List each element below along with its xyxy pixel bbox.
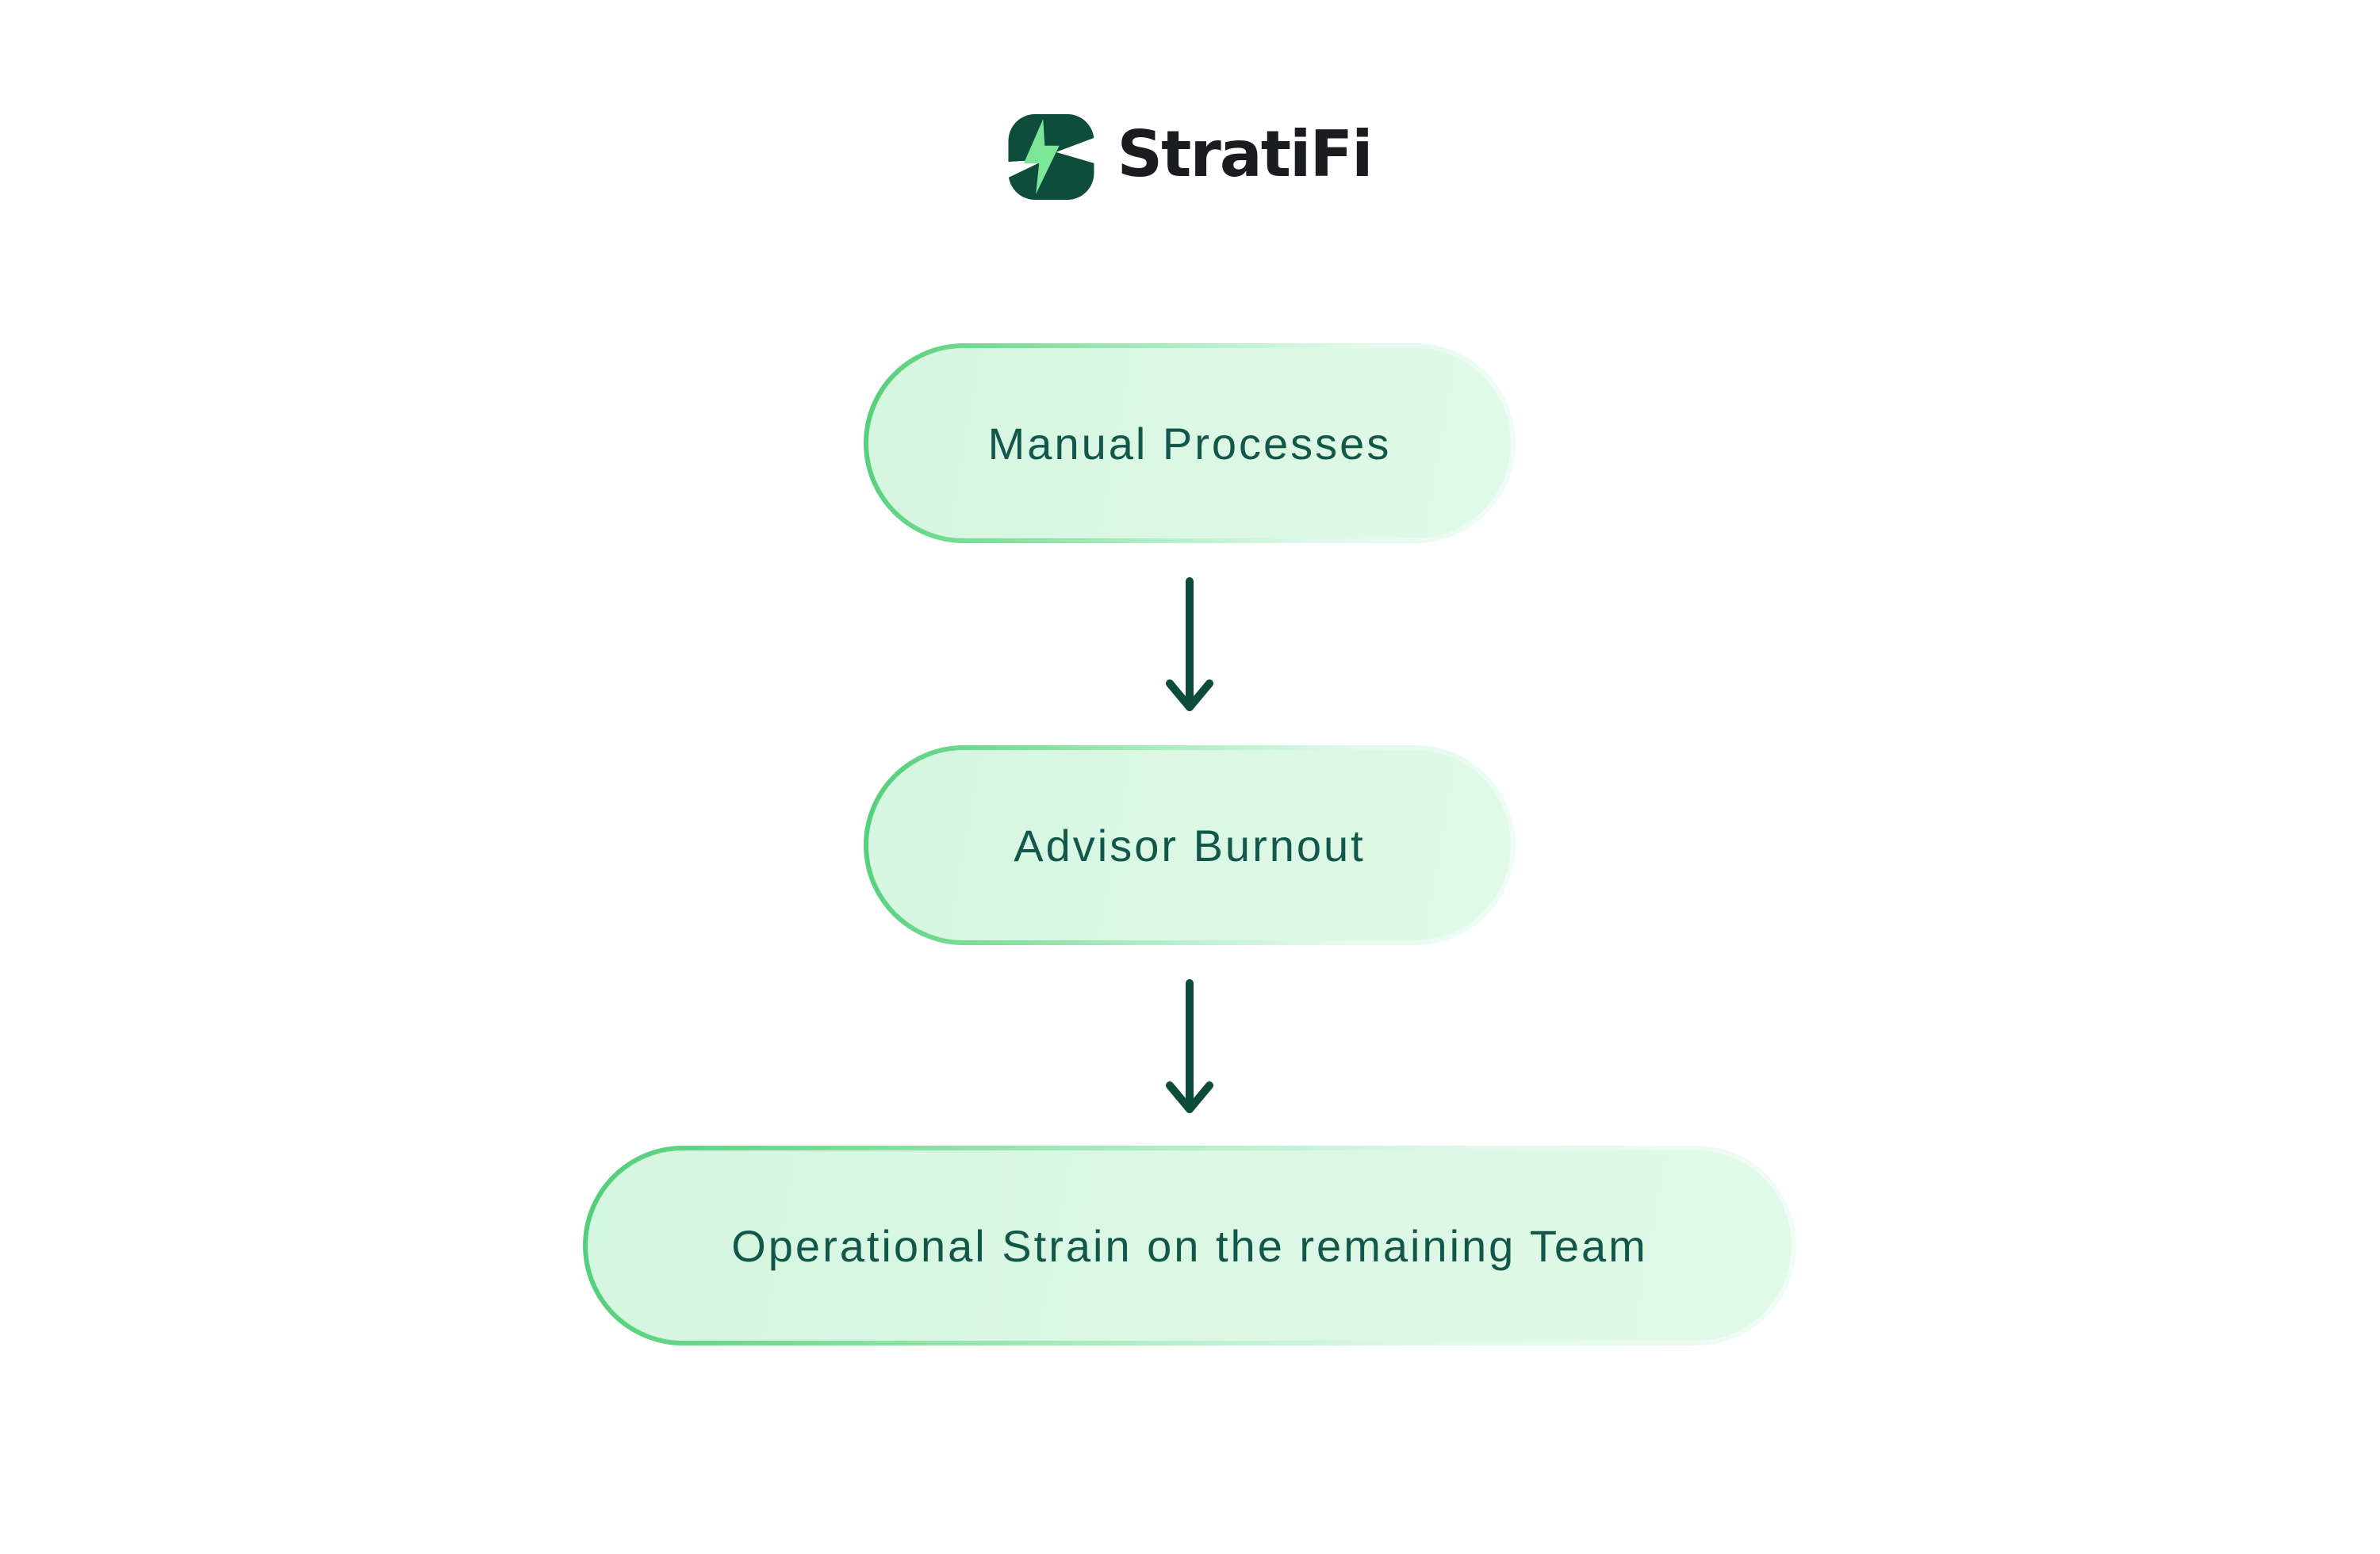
flow-node-manual-processes-body: Manual Processes [868,348,1511,538]
flow-node-advisor-burnout-body: Advisor Burnout [868,750,1511,940]
flow-node-operational-strain-body: Operational Strain on the remaining Team [588,1150,1792,1341]
flow-node-label: Manual Processes [987,418,1392,469]
flow-node-label: Operational Strain on the remaining Team [731,1220,1648,1271]
flow-node-label: Advisor Burnout [1014,820,1366,871]
arrow-down-icon [1154,978,1225,1119]
flow-node-operational-strain: Operational Strain on the remaining Team [583,1146,1796,1345]
brand-logo: StratiFi [1007,113,1374,201]
brand-wordmark: StratiFi [1117,117,1373,191]
flow-node-manual-processes: Manual Processes [864,343,1516,543]
stratifi-bolt-logo-icon [1007,113,1095,201]
flow-node-advisor-burnout: Advisor Burnout [864,745,1516,945]
arrow-down-icon [1154,576,1225,717]
